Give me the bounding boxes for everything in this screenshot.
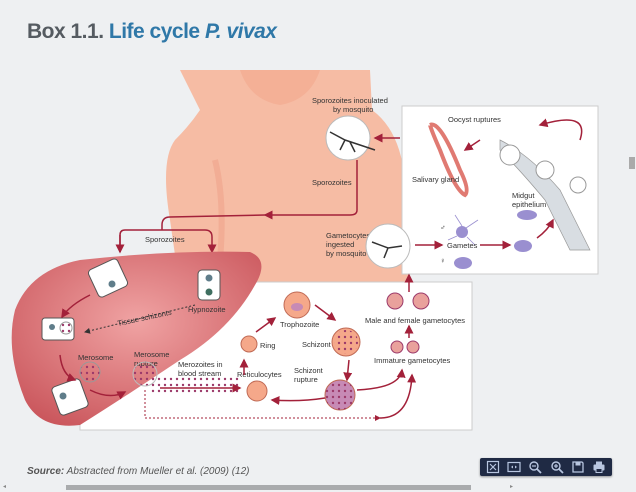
female-symbol: ♀ bbox=[440, 256, 446, 265]
label-gametocytes-ingested-1: Gametocytes bbox=[326, 231, 370, 240]
vertical-scrollbar[interactable] bbox=[626, 0, 636, 483]
label-merozoites-2: blood stream bbox=[178, 369, 221, 378]
label-ring: Ring bbox=[260, 341, 275, 350]
label-schizont-rupture-1: Schizont bbox=[294, 366, 324, 375]
label-male-female-gametocytes: Male and female gametocytes bbox=[365, 316, 465, 325]
fit-width-icon bbox=[507, 461, 521, 473]
label-hypnozoite: Hypnozoite bbox=[188, 305, 226, 314]
label-epithelium: epithelium bbox=[512, 200, 546, 209]
mosquito-inoculation: Sporozoites inoculated by mosquito bbox=[312, 96, 400, 161]
label-gametocytes-ingested-2: ingested bbox=[326, 240, 354, 249]
title-species: P. vivax bbox=[204, 20, 277, 43]
label-schizont-rupture-2: rupture bbox=[294, 375, 318, 384]
scroll-left-arrow[interactable]: ◂ bbox=[3, 484, 7, 490]
zoom-in-button[interactable] bbox=[548, 460, 566, 474]
zoom-out-icon bbox=[529, 461, 542, 474]
viewer-toolbar bbox=[480, 458, 612, 476]
liver: Hypnozoite Tissue schizonts Merosome Mer… bbox=[11, 251, 262, 426]
source-label: Source: bbox=[27, 466, 65, 477]
label-sporozoites-inoculated-2: by mosquito bbox=[333, 105, 373, 114]
label-immature-gametocytes: Immature gametocytes bbox=[374, 356, 451, 365]
label-schizont: Schizont bbox=[302, 340, 332, 349]
label-sporozoites-upper: Sporozoites bbox=[312, 178, 352, 187]
horizontal-scrollbar[interactable]: ◂ ▸ bbox=[0, 483, 636, 492]
fit-page-icon bbox=[486, 460, 499, 474]
save-icon bbox=[572, 461, 584, 473]
fit-width-button[interactable] bbox=[505, 460, 523, 474]
mosquito-ingestion: Gametocytes ingested by mosquito bbox=[326, 223, 411, 269]
life-cycle-diagram: Salivary gland Oocyst ruptures Midgut ep… bbox=[11, 70, 599, 431]
print-button[interactable] bbox=[590, 460, 608, 474]
label-merosome: Merosome bbox=[78, 353, 113, 362]
label-sporozoites-inoculated-1: Sporozoites inoculated bbox=[312, 96, 388, 105]
label-merozoites-1: Merozoites in bbox=[178, 360, 223, 369]
title-text: Life cycle bbox=[108, 20, 200, 43]
horizontal-scroll-thumb[interactable] bbox=[66, 485, 471, 490]
fit-page-button[interactable] bbox=[484, 460, 502, 474]
zoom-out-button[interactable] bbox=[526, 460, 544, 474]
label-midgut: Midgut bbox=[512, 191, 535, 200]
label-salivary-gland: Salivary gland bbox=[412, 175, 459, 184]
male-symbol: ♂ bbox=[440, 223, 446, 232]
label-merosome-rupture-1: Merosome bbox=[134, 350, 169, 359]
label-gametocytes-ingested-3: by mosquito bbox=[326, 249, 366, 258]
label-oocyst-ruptures: Oocyst ruptures bbox=[448, 115, 501, 124]
label-gametes: Gametes bbox=[447, 241, 478, 250]
save-button[interactable] bbox=[569, 460, 587, 474]
label-trophozoite: Trophozoite bbox=[280, 320, 319, 329]
vertical-scroll-thumb[interactable] bbox=[629, 157, 635, 169]
scroll-right-arrow[interactable]: ▸ bbox=[510, 484, 514, 490]
sporozoite-path: Sporozoites Sporozoites bbox=[115, 160, 358, 254]
label-sporozoites-lower: Sporozoites bbox=[145, 235, 185, 244]
source-text: Abstracted from Mueller et al. (2009) (1… bbox=[66, 466, 250, 477]
print-icon bbox=[593, 461, 605, 473]
label-reticulocytes: Reticulocytes bbox=[237, 370, 282, 379]
zoom-in-icon bbox=[550, 461, 564, 474]
box-number: Box 1.1. bbox=[27, 20, 104, 43]
blood-stage-cycle: Merozoites in blood stream Reticulocytes… bbox=[144, 273, 465, 421]
source-caption: Source: Abstracted from Mueller et al. (… bbox=[27, 466, 250, 477]
mosquito-panel: Salivary gland Oocyst ruptures Midgut ep… bbox=[401, 105, 599, 275]
page-title: Box 1.1. Life cycle P. vivax bbox=[27, 20, 277, 44]
